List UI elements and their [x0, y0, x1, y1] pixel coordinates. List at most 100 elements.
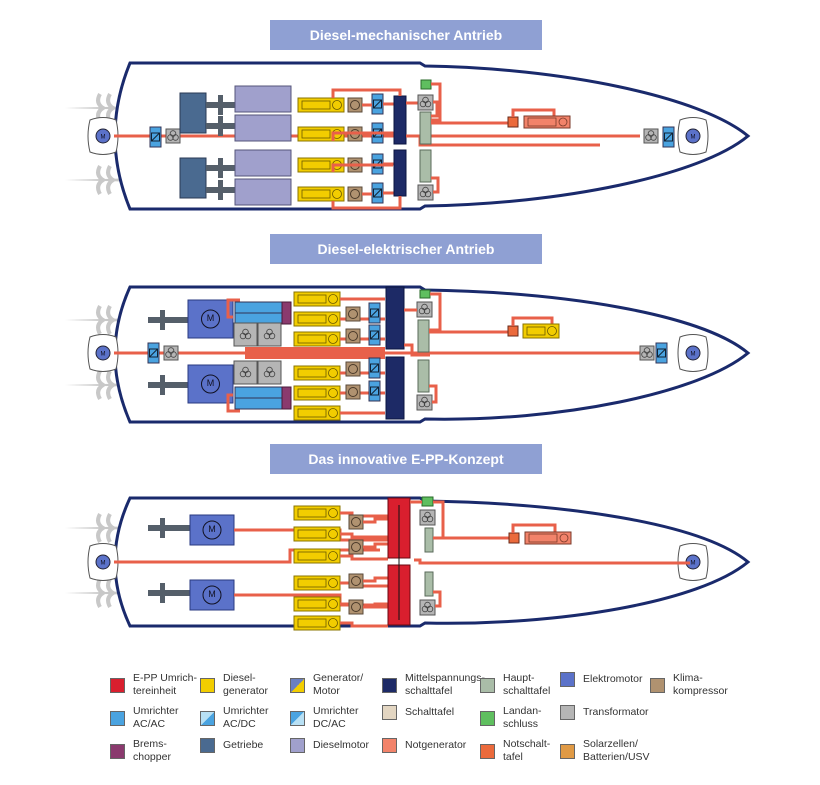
- transformer-coil-icon: [419, 190, 427, 198]
- cable: [429, 292, 442, 332]
- diesel-engine: [234, 114, 292, 142]
- legend-label: Diesel- generator: [223, 672, 268, 697]
- converter-acdc-icon: [200, 710, 215, 726]
- emergency-generator-engine: [528, 533, 558, 543]
- transformer-coil-icon: [165, 351, 172, 358]
- cable-generator: [340, 532, 388, 539]
- generator-icon: [328, 388, 338, 398]
- diesel-engine-outline: [526, 326, 546, 336]
- transformer-coil-icon: [167, 134, 174, 141]
- transformer-coil-icon: [641, 351, 648, 358]
- compressor-icon: [351, 542, 361, 552]
- electromotor: [187, 299, 234, 339]
- legend-item-emergency-switchboard: Notschalt- tafel: [480, 738, 550, 764]
- transformer-coil-icon: [244, 332, 252, 340]
- converter-symbol-diagonal: [373, 99, 382, 109]
- thruster-motor-icon: [685, 128, 701, 144]
- cable: [431, 100, 439, 118]
- transformer-coil-icon: [263, 370, 271, 378]
- legend-item-air-compressor: Klima- kompressor: [650, 672, 728, 698]
- legend-item-brake-chopper: Brems- chopper: [110, 738, 171, 764]
- thruster-motor-label: M: [691, 352, 696, 358]
- converter-symbol: [370, 308, 379, 318]
- converter-symbol-diagonal: [373, 188, 382, 198]
- cable-emergency-gen: [511, 523, 557, 533]
- cable-generator: [331, 131, 393, 141]
- legend-label: Solarzellen/ Batterien/USV: [583, 738, 650, 763]
- gearbox: [179, 92, 207, 134]
- compressor-icon: [348, 387, 358, 397]
- converter-symbol: [370, 363, 379, 373]
- legend-item-switchboard: Schalttafel: [382, 705, 454, 720]
- cable-generator: [331, 163, 393, 172]
- transformer-coil-icon: [646, 351, 653, 358]
- thruster-motor-icon: [95, 554, 111, 570]
- converter-symbol: [657, 348, 666, 358]
- cable-compressor: [363, 602, 388, 609]
- legend-item-emergency-generator: Notgenerator: [382, 738, 466, 753]
- shaft-coupling: [160, 310, 165, 330]
- cable: [226, 393, 240, 413]
- legend-label: Elektromotor: [583, 673, 643, 685]
- diesel-engine-outline: [301, 129, 331, 139]
- shaft-coupling: [218, 180, 223, 200]
- converter-symbol: [370, 330, 379, 340]
- legend-item-converter-acac: Umrichter AC/AC: [110, 705, 179, 731]
- converter-symbol: [370, 386, 379, 396]
- epp-converter-icon: [110, 677, 125, 693]
- shore-connection-icon: [480, 710, 495, 726]
- converter-acac-icon: [110, 710, 125, 726]
- diesel-engine-outline: [297, 408, 327, 418]
- emergency-generator-icon: [382, 738, 397, 753]
- legend-label: Haupt- schalttafel: [503, 672, 551, 697]
- cable: [226, 298, 240, 319]
- thruster-motor-label: M: [101, 352, 106, 358]
- emergency-generator-icon: [558, 117, 568, 127]
- legend-item-converter-dcac: Umrichter DC/AC: [290, 705, 359, 731]
- section-title-epp-concept: Das innovative E-PP-Konzept: [270, 444, 542, 474]
- generator-icon: [328, 294, 338, 304]
- main-switchboard-icon: [480, 677, 495, 693]
- shaft: [148, 382, 188, 388]
- diesel-engine: [234, 85, 292, 113]
- mv-switchboard: [385, 356, 405, 420]
- diesel-engine-outline: [297, 388, 327, 398]
- thruster-motor-label: M: [691, 135, 696, 141]
- cable: [431, 176, 440, 194]
- gearbox: [179, 157, 207, 199]
- motor-label: M: [208, 589, 216, 599]
- legend-label: Landan- schluss: [503, 705, 542, 730]
- generator-icon: [328, 618, 338, 628]
- transformer-coil-icon: [424, 190, 432, 198]
- legend-item-transformer: Transformator: [560, 705, 649, 720]
- electromotor: [189, 579, 235, 611]
- transformer-coil-icon: [263, 332, 271, 340]
- diesel-engine-outline: [301, 189, 331, 199]
- converter-symbol: [151, 132, 160, 142]
- legend-item-diesel-engine: Dieselmotor: [290, 738, 369, 753]
- diesel-engine-outline: [297, 508, 327, 518]
- legend-label: Notgenerator: [405, 739, 467, 751]
- diesel-engine-outline: [301, 100, 331, 110]
- transformer-coil-icon: [424, 100, 432, 108]
- brake-chopper-icon: [110, 743, 125, 759]
- main-switchboard: [424, 571, 434, 597]
- mv-switchboard: [393, 149, 407, 197]
- legend-label: Generator/ Motor: [313, 672, 364, 697]
- legend-item-mv-switchboard: Mittelspannungs- schalttafel: [382, 672, 485, 698]
- converter-symbol-diagonal: [370, 330, 379, 340]
- legend-item-electromotor: Elektromotor: [560, 672, 643, 687]
- shaft: [148, 590, 190, 596]
- thruster-motor-label: M: [101, 561, 106, 567]
- motor-label: M: [207, 313, 215, 323]
- transformer-coil-icon: [650, 134, 657, 141]
- generator-icon: [328, 408, 338, 418]
- emergency-switchboard: [508, 532, 520, 544]
- main-switchboard: [419, 111, 432, 145]
- transformer-icon: [560, 705, 575, 720]
- shaft-coupling: [218, 158, 223, 178]
- diesel-engine-outline: [297, 334, 327, 344]
- converter-symbol-diagonal: [657, 348, 666, 358]
- cable-generator: [340, 554, 388, 561]
